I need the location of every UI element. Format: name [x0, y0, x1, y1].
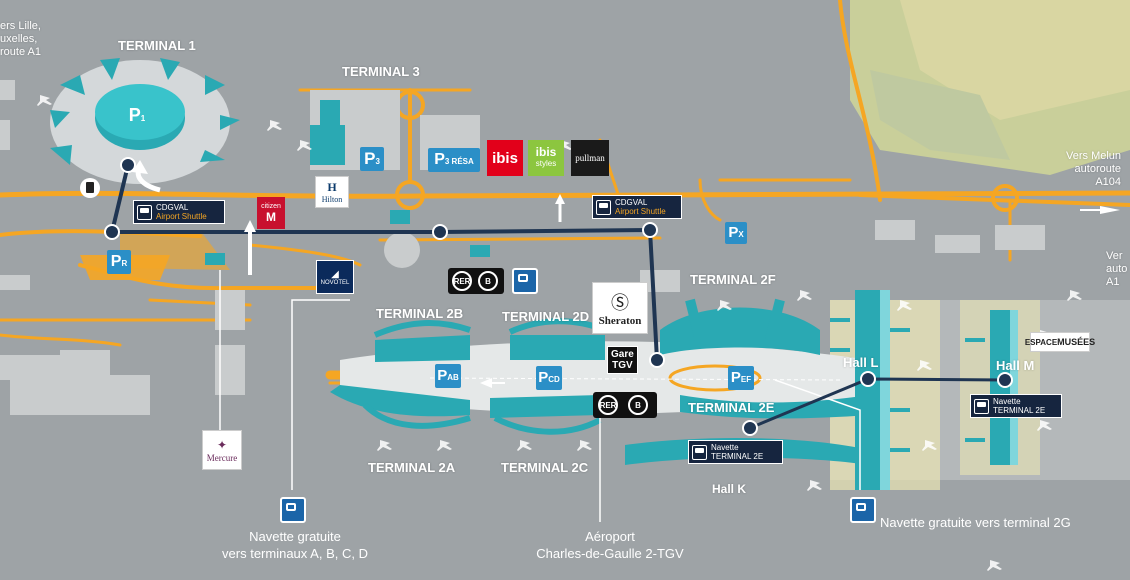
hall-m-label: Hall M — [996, 358, 1035, 373]
navette-abcd-caption: Navette gratuite vers terminaux A, B, C,… — [200, 528, 390, 562]
citizen-logo-icon: M — [266, 209, 276, 224]
parking-pab[interactable]: PAB — [435, 364, 461, 388]
hotel-pullman[interactable]: pullman — [571, 140, 609, 176]
terminal-2c-label: TERMINAL 2C — [501, 460, 589, 475]
styles-text: styles — [535, 159, 557, 168]
parking-p3-resa[interactable]: P3 RÉSA — [428, 148, 480, 172]
rer-line-b-icon: B — [628, 395, 648, 415]
shuttle-icon — [596, 199, 611, 215]
road-autoroute-text: autoroute — [1074, 163, 1122, 175]
shuttle-icon — [137, 204, 152, 220]
hall-l-label: Hall L — [843, 355, 879, 370]
terminal-3-building — [310, 100, 345, 165]
hotel-ibis[interactable]: ibis — [487, 140, 523, 176]
bus-icon-navette-abcd[interactable] — [280, 497, 306, 523]
shuttle-icon — [692, 444, 707, 460]
rer-line-b-icon: B — [478, 271, 498, 291]
espace-musees-sign[interactable]: ESPACE MUSÉES — [1025, 332, 1095, 352]
parking-pcd[interactable]: PCD — [536, 366, 562, 390]
callout-lines — [219, 270, 861, 522]
aeroport-line-1: Aéroport — [585, 529, 635, 544]
terminal-2b-label: TERMINAL 2B — [376, 306, 464, 321]
novotel-logo-icon: ◢ — [331, 268, 339, 280]
aeroport-tgv-caption: Aéroport Charles-de-Gaulle 2-TGV — [520, 528, 700, 562]
sheraton-logo-icon: Ⓢ — [611, 293, 629, 313]
terminal-2a-label: TERMINAL 2A — [368, 460, 456, 475]
bus-icon-terminal-3[interactable] — [512, 268, 538, 294]
terminal-1-building — [50, 58, 240, 184]
hotel-sheraton[interactable]: Ⓢ Sheraton — [592, 282, 648, 334]
bus-icon-navette-2g[interactable] — [850, 497, 876, 523]
rer-icon: RER — [598, 395, 618, 415]
road-right-2: auto — [1106, 263, 1128, 275]
sheraton-text: Sheraton — [598, 315, 642, 327]
hotel-ibis-styles[interactable]: ibis styles — [528, 140, 564, 176]
road-bruxelles-text: uxelles, — [0, 33, 38, 45]
road-label-right: Ver auto A1 — [1106, 250, 1127, 289]
mercure-text: Mercure — [206, 452, 238, 463]
road-a1-text: route A1 — [0, 46, 41, 58]
hotel-mercure[interactable]: ✦ Mercure — [202, 430, 242, 470]
navette-2g-caption: Navette gratuite vers terminal 2G — [880, 515, 1071, 530]
parking-pef[interactable]: PEF — [728, 366, 754, 390]
gare-tgv-sign[interactable]: Gare TGV — [607, 346, 638, 374]
musees-text: MUSÉES — [1057, 337, 1096, 347]
ibis-text: ibis — [492, 149, 518, 167]
parking-px[interactable]: PX — [725, 222, 747, 244]
parking-p3[interactable]: P3 — [360, 147, 384, 171]
road-right-3: A1 — [1106, 276, 1120, 288]
novotel-text: NOVOTEL — [320, 279, 350, 286]
mercure-logo-icon: ✦ — [216, 437, 228, 452]
hotel-hilton[interactable]: H Hilton — [315, 176, 349, 208]
terminal-1-label: TERMINAL 1 — [118, 38, 196, 53]
hotel-citizen[interactable]: citizen M — [257, 197, 285, 229]
parking-p1[interactable]: P1 — [128, 105, 146, 125]
hall-k-label: Hall K — [712, 482, 747, 496]
cdgval-stations — [104, 157, 665, 368]
citizen-text: citizen — [261, 202, 281, 210]
road-label-a104: Vers Melun autoroute A104 — [1066, 150, 1121, 189]
terminal-2e-label: TERMINAL 2E — [688, 400, 775, 415]
ibis-styles-text: ibis — [535, 145, 557, 159]
shuttle-icon — [974, 398, 989, 414]
espace-text: ESPACE — [1024, 337, 1058, 347]
terminal-2f-label: TERMINAL 2F — [690, 272, 776, 287]
pullman-text: pullman — [575, 153, 605, 163]
parking-pr[interactable]: PR — [107, 250, 131, 274]
terminal-3-label: TERMINAL 3 — [342, 64, 420, 79]
road-melun-text: Vers Melun — [1066, 150, 1122, 162]
road-a104-text: A104 — [1095, 176, 1122, 188]
fuel-station-icon — [80, 178, 100, 198]
hotel-novotel[interactable]: ◢ NOVOTEL — [316, 260, 354, 294]
gare-text: Gare — [611, 349, 634, 360]
aeroport-line-2: Charles-de-Gaulle 2-TGV — [536, 546, 684, 561]
road-right-1: Ver — [1106, 250, 1123, 262]
rer-icon: RER — [452, 271, 472, 291]
navette-abcd-line-2: vers terminaux A, B, C, D — [222, 546, 368, 561]
road-label-a1: ers Lille, uxelles, route A1 — [0, 20, 41, 59]
tgv-text: TGV — [612, 360, 633, 371]
road-lille-text: ers Lille, — [0, 20, 41, 32]
terminal-2d-label: TERMINAL 2D — [502, 309, 590, 324]
navette-abcd-line-1: Navette gratuite — [249, 529, 341, 544]
hilton-text: Hilton — [321, 195, 343, 204]
hilton-logo-icon: H — [327, 180, 337, 194]
